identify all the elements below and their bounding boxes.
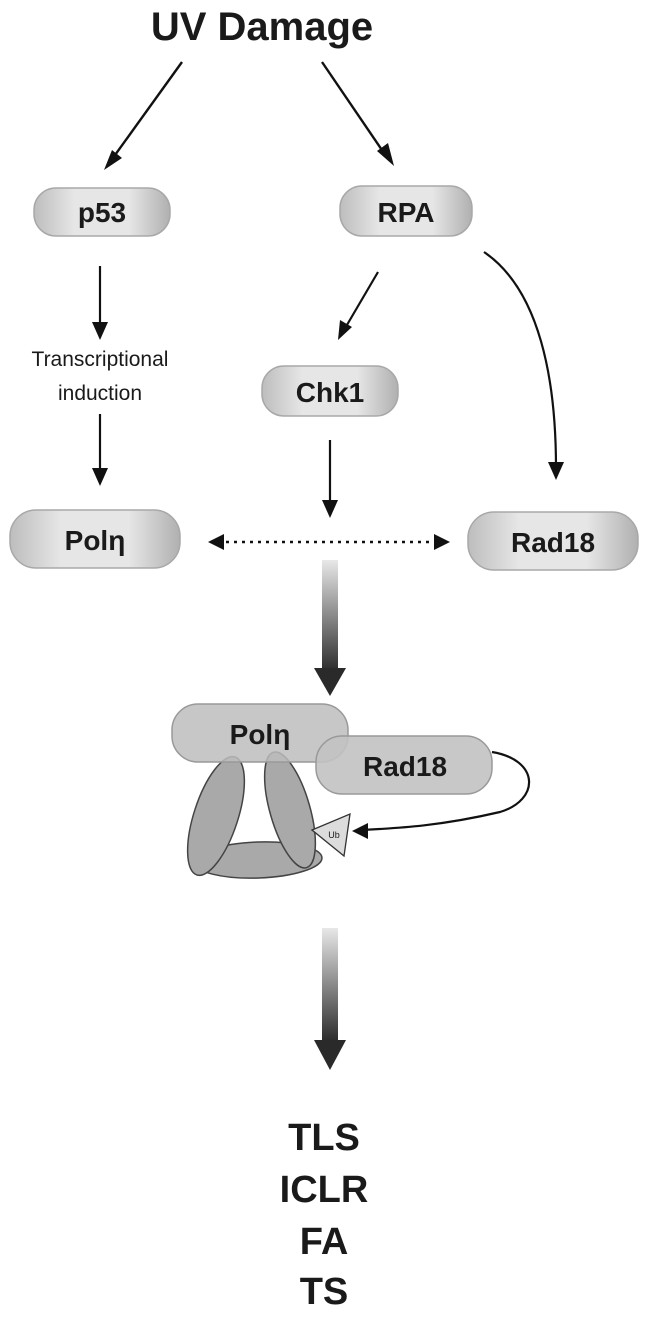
- ub-label: Ub: [328, 830, 340, 840]
- big-arrow-to-complex: [314, 560, 346, 696]
- complex-poleta-label: Polη: [230, 719, 291, 750]
- big-arrow-to-outcomes: [314, 928, 346, 1070]
- p53-node: p53: [33, 187, 171, 237]
- chk1-label: Chk1: [296, 377, 364, 408]
- outcome-fa: FA: [300, 1221, 349, 1263]
- arrowhead-induction-to-poleta: [92, 468, 108, 486]
- arrow-uv-to-p53: [109, 61, 183, 163]
- arrowhead-rpa-to-rad18: [548, 462, 564, 480]
- arrow-rpa-to-rad18: [483, 251, 558, 469]
- ubiquitin-marker: Ub: [310, 812, 351, 858]
- arrow-rad18-to-ub: [361, 750, 531, 832]
- poleta-label: Polη: [65, 525, 126, 556]
- diagram-title: UV Damage: [151, 5, 373, 49]
- rpa-node: RPA: [339, 185, 473, 237]
- rad18-label: Rad18: [511, 527, 595, 558]
- complex-rad18-node: Rad18: [315, 735, 493, 795]
- dotted-arrowhead-left: [208, 534, 224, 550]
- p53-label: p53: [78, 197, 126, 228]
- arrowhead-uv-to-p53: [104, 150, 122, 170]
- induction-label: induction: [58, 382, 142, 405]
- complex-rad18-label: Rad18: [363, 751, 447, 782]
- transcriptional-label: Transcriptional: [32, 348, 169, 371]
- rpa-label: RPA: [377, 197, 434, 228]
- arrowhead-uv-to-rpa: [377, 143, 394, 166]
- arrowhead-p53-down: [92, 322, 108, 340]
- outcome-ts: TS: [300, 1271, 349, 1313]
- poleta-node: Polη: [9, 509, 181, 569]
- rad18-node: Rad18: [467, 511, 639, 571]
- arrowhead-rpa-to-chk1: [338, 320, 352, 340]
- pcna-trimer: [186, 751, 323, 879]
- outcome-tls: TLS: [288, 1117, 360, 1159]
- arrow-rpa-to-chk1: [343, 271, 379, 331]
- arrowhead-rad18-to-ub: [352, 823, 368, 839]
- dotted-arrowhead-right: [434, 534, 450, 550]
- chk1-node: Chk1: [261, 365, 399, 417]
- arrow-uv-to-rpa: [321, 61, 387, 157]
- arrowhead-chk1-down: [322, 500, 338, 518]
- outcome-iclr: ICLR: [280, 1169, 369, 1211]
- complex-poleta-node: Polη: [171, 703, 349, 763]
